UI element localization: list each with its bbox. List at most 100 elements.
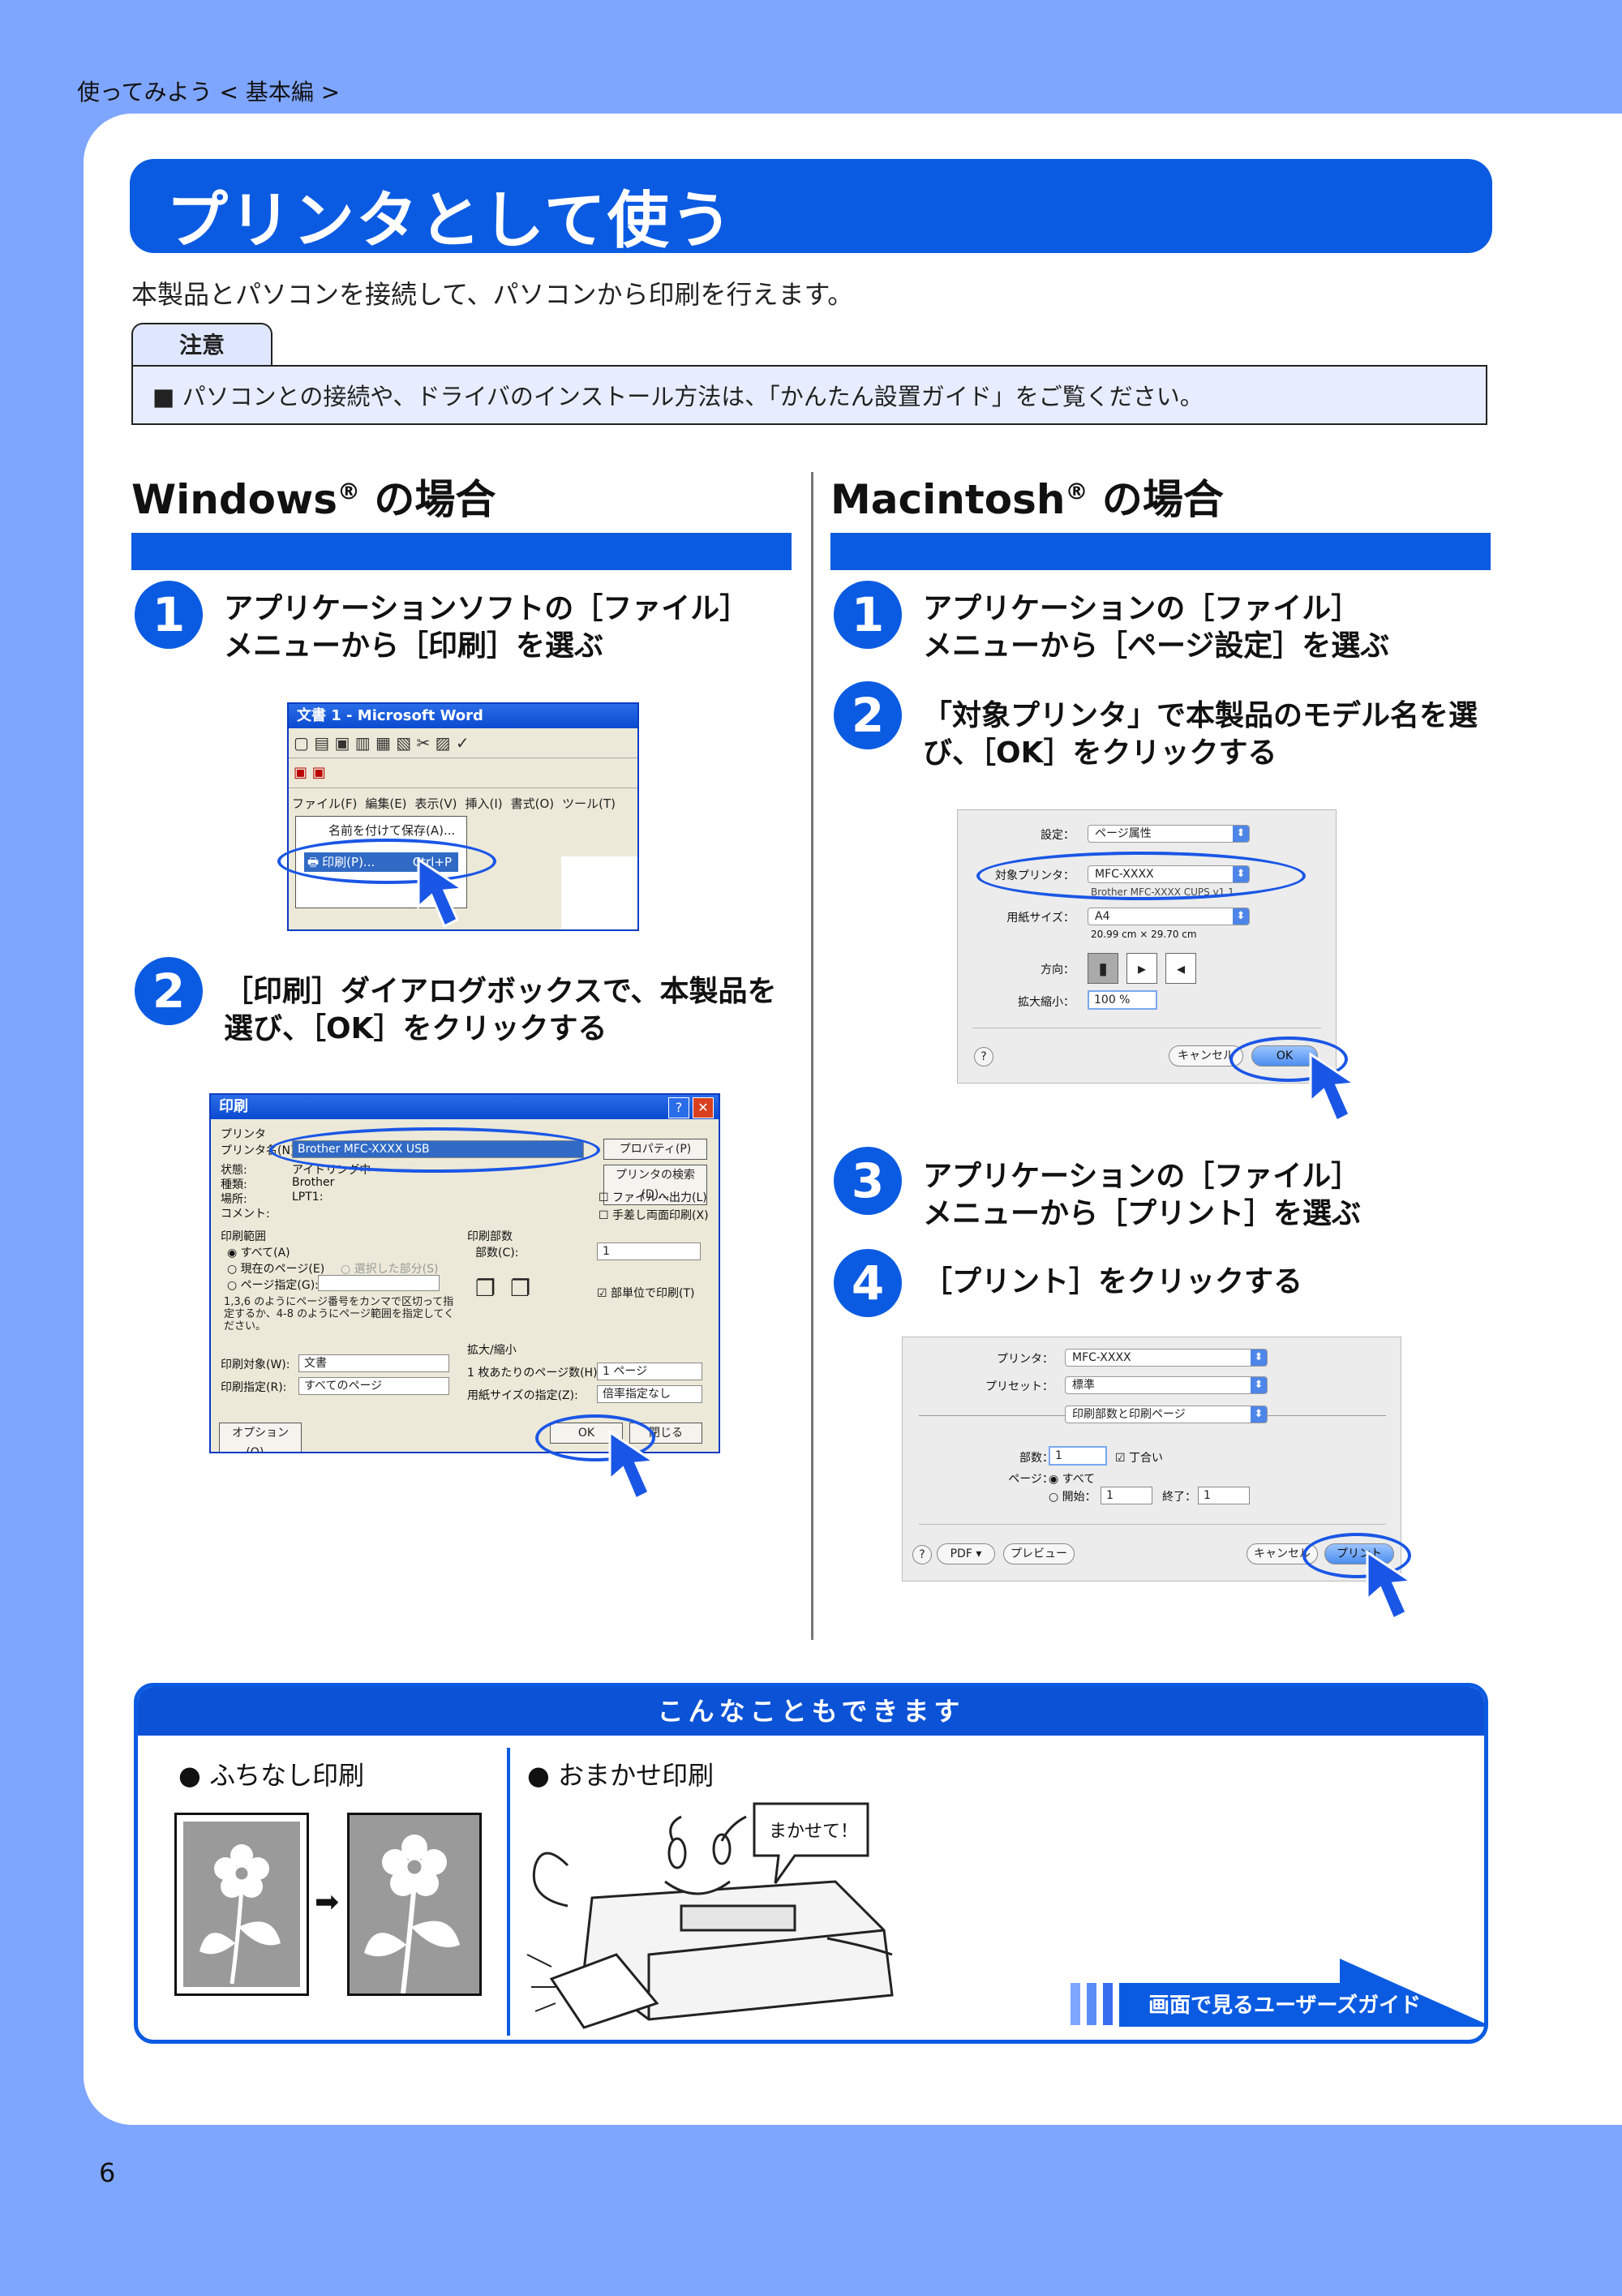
range-selection-radio[interactable]: ○ 選択した部分(S) [341, 1263, 439, 1276]
collate-checkbox[interactable]: ☑ 部単位で印刷(T) [597, 1287, 695, 1300]
range-pages-label: ページ指定(G): [240, 1279, 319, 1292]
preview-button[interactable]: プレビュー [1003, 1543, 1075, 1564]
orient-landscape-icon[interactable]: ▸ [1126, 953, 1157, 984]
mac-step-4-line1: ［プリント］をクリックする [923, 1265, 1303, 1298]
options-button[interactable]: オプション(O)... [219, 1423, 302, 1452]
print-what-label: 印刷対象(W): [221, 1358, 290, 1371]
win-step-2-number: 2 [135, 957, 203, 1025]
collate-checkbox[interactable]: ☑ 丁合い [1115, 1452, 1164, 1465]
mac-step-2-text: 「対象プリンタ」で本製品のモデル名を選 び、［OK］をクリックする [923, 697, 1478, 772]
flower-icon [200, 1844, 281, 1985]
print-dialog: 印刷 ? ✕ プリンタ プリンタ名(N): Brother MFC-XXXX U… [209, 1093, 720, 1453]
page-number: 6 [99, 2157, 116, 2188]
comment-label: コメント: [221, 1208, 270, 1221]
pages-all-radio[interactable]: ◉ すべて [1049, 1473, 1096, 1486]
borderless-before-image [174, 1813, 309, 1996]
menu-insert[interactable]: 挿入(I) [465, 796, 503, 811]
orient-portrait-icon[interactable]: ▮ [1088, 953, 1118, 984]
from-input[interactable]: 1 [1101, 1487, 1152, 1504]
range-pages-radio[interactable]: ○ ページ指定(G): [227, 1279, 319, 1292]
help-button[interactable]: ? [974, 1047, 993, 1066]
windows-heading-suffix: の場合 [359, 476, 496, 523]
range-current-radio[interactable]: ○ 現在のページ(E) [227, 1263, 325, 1276]
guide-banner-arrow[interactable] [1119, 1959, 1488, 2032]
speech-bubble [753, 1802, 869, 1884]
settings-select[interactable]: ページ属性 [1088, 825, 1250, 843]
cursor-arrow-icon [1309, 1052, 1358, 1123]
mac-step-1-text: アプリケーションの［ファイル］ メニューから［ページ設定］を選ぶ [923, 590, 1389, 665]
find-printer-button[interactable]: プリンタの検索(D)... [603, 1165, 707, 1205]
speech-text: まかせて！ [769, 1822, 859, 1842]
win-step-1-line2: メニューから［印刷］を選ぶ [224, 629, 604, 663]
note-box: ■ パソコンとの接続や、ドライバのインストール方法は、「かんたん設置ガイド」をご… [131, 365, 1487, 425]
pane-select[interactable]: 印刷部数と印刷ページ [1065, 1405, 1268, 1423]
scale-label: 用紙サイズの指定(Z): [467, 1389, 578, 1402]
users-guide-link[interactable]: 画面で見るユーザーズガイド [1148, 1993, 1422, 2018]
scale-label: 拡大縮小： [1018, 996, 1075, 1009]
photo-area [183, 1822, 300, 1987]
copies-input[interactable]: 1 [597, 1242, 701, 1260]
printer-select[interactable]: MFC-XXXX [1065, 1349, 1268, 1367]
print-label: 印刷指定(R): [221, 1381, 287, 1394]
print-to-file-checkbox[interactable]: ☐ ファイルへ出力(L) [599, 1191, 707, 1204]
word-toolbar: ▢ ▤ ▣ ▥ ▦ ▧ ✂ ▨ ✓ [289, 728, 637, 758]
collate-label: 丁合い [1129, 1452, 1164, 1465]
mac-heading-bar [830, 533, 1491, 570]
orient-landscape-reverse-icon[interactable]: ◂ [1165, 953, 1196, 984]
pages-from-radio[interactable]: ○ 開始： [1049, 1491, 1096, 1504]
printer-mascot-illustration [526, 1815, 894, 2029]
cursor-arrow-icon [417, 857, 466, 929]
where-value: LPT1: [292, 1191, 324, 1204]
status-label: 状態: [221, 1164, 247, 1177]
mac-step-3-text: アプリケーションの［ファイル］ メニューから［プリント］を選ぶ [923, 1158, 1361, 1233]
pages-from-label: 開始： [1062, 1491, 1096, 1504]
mac-heading-text: Macintosh [830, 476, 1066, 523]
group-copies-label: 印刷部数 [467, 1230, 513, 1243]
orientation-label: 方向： [1041, 963, 1075, 976]
ok-highlight [535, 1414, 655, 1461]
intro-text: 本製品とパソコンを接続して、パソコンから印刷を行えます。 [131, 279, 854, 310]
mac-heading-reg: ® [1065, 478, 1088, 505]
bottom-divider [507, 1748, 510, 2036]
scale-input[interactable]: 100 % [1088, 990, 1157, 1010]
copies-input[interactable]: 1 [1049, 1446, 1107, 1466]
title-bar: プリンタとして使う [130, 159, 1492, 256]
range-all-radio[interactable]: ◉ すべて(A) [227, 1247, 290, 1260]
column-divider [811, 472, 813, 1640]
range-all-label: すべて(A) [240, 1247, 290, 1260]
print-select[interactable]: すべてのページ [298, 1377, 449, 1395]
word-menubar: ファイル(F) 編集(E) 表示(V) 挿入(I) 書式(O) ツール(T) [292, 793, 637, 814]
menu-file[interactable]: ファイル(F) [292, 796, 358, 811]
help-button[interactable]: ? [912, 1545, 932, 1564]
preset-select[interactable]: 標準 [1065, 1376, 1268, 1394]
windows-heading-reg: ® [337, 478, 360, 505]
mac-step-3-line1: アプリケーションの［ファイル］ [923, 1160, 1361, 1193]
menu-format[interactable]: 書式(O) [510, 796, 555, 811]
help-button[interactable]: ? [668, 1097, 689, 1118]
properties-button[interactable]: プロパティ(P) [603, 1139, 707, 1160]
group-zoom-label: 拡大/縮小 [467, 1344, 517, 1357]
menu-item-saveas[interactable]: 名前を付けて保存(A)... [328, 823, 456, 838]
manual-duplex-checkbox[interactable]: ☐ 手差し両面印刷(X) [599, 1209, 709, 1222]
menu-view[interactable]: 表示(V) [414, 796, 457, 811]
to-input[interactable]: 1 [1198, 1487, 1250, 1504]
menu-edit[interactable]: 編集(E) [365, 796, 407, 811]
manual-duplex-label: 手差し両面印刷(X) [612, 1209, 709, 1222]
windows-heading-bar [131, 533, 792, 570]
windows-heading: Windows® の場合 [131, 467, 496, 526]
print-to-file-label: ファイルへ出力(L) [612, 1191, 707, 1204]
print-what-select[interactable]: 文書 [298, 1354, 449, 1372]
more-features-header: こんなこともできます [138, 1687, 1484, 1736]
pages-per-sheet-select[interactable]: 1 ページ [597, 1363, 702, 1380]
pages-all-label: すべて [1062, 1473, 1096, 1486]
word-toolbar-2: ▣ ▣ [289, 758, 637, 788]
close-icon[interactable]: ✕ [693, 1097, 714, 1118]
menu-tools[interactable]: ツール(T) [562, 796, 616, 811]
scale-select[interactable]: 倍率指定なし [597, 1385, 702, 1403]
paper-select[interactable]: A4 [1088, 908, 1250, 925]
preset-label: プリセット： [985, 1380, 1053, 1393]
note-tab: 注意 [131, 323, 272, 367]
range-pages-input[interactable] [318, 1275, 440, 1291]
pdf-button[interactable]: PDF ▾ [937, 1543, 995, 1564]
borderless-after-image [347, 1813, 482, 1996]
